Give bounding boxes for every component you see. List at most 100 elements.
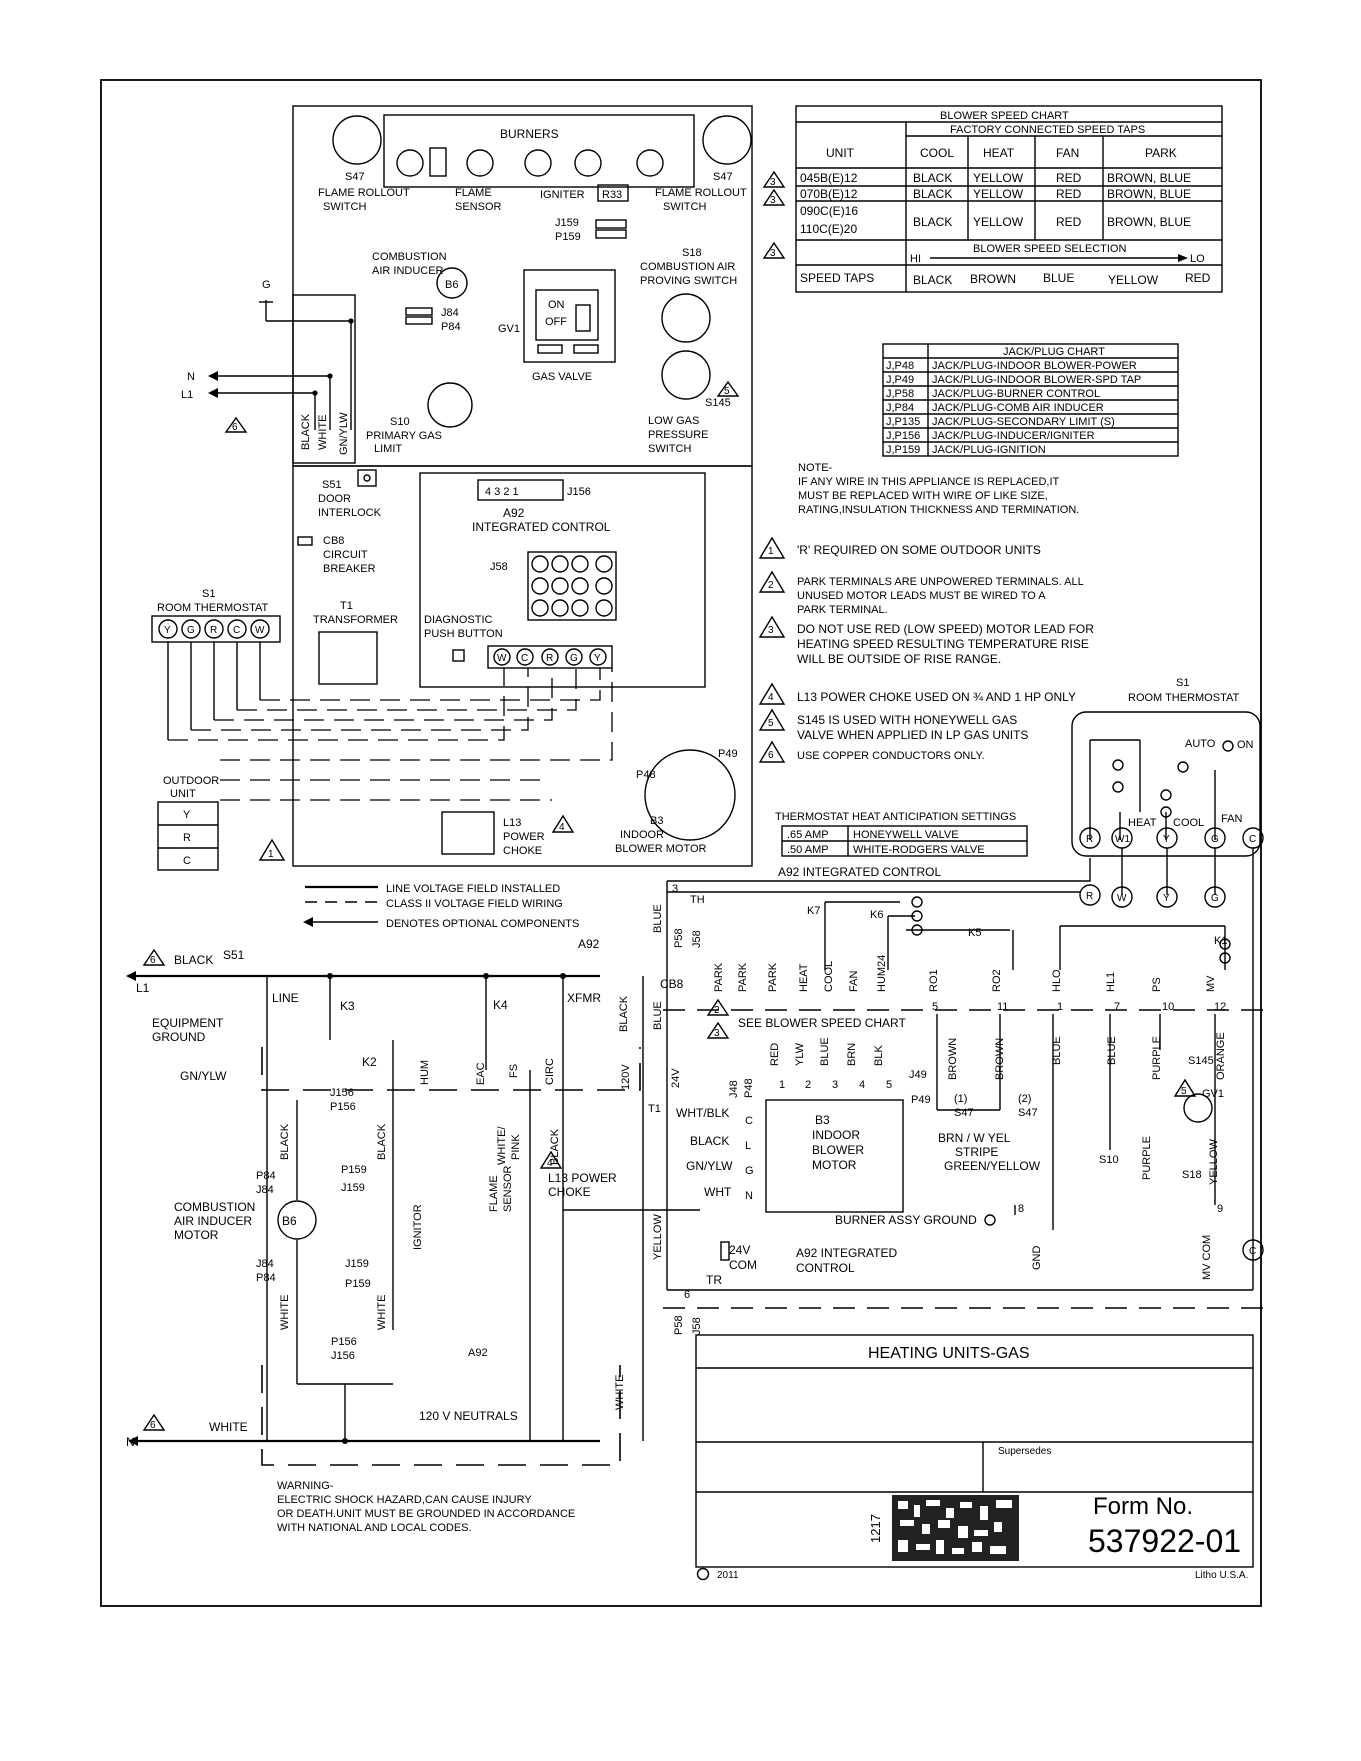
svg-text:S18: S18	[682, 247, 702, 259]
svg-text:FAN: FAN	[848, 971, 860, 992]
svg-text:GND: GND	[1031, 1246, 1043, 1271]
svg-text:PRESSURE: PRESSURE	[648, 429, 709, 441]
svg-text:P84: P84	[256, 1272, 276, 1284]
svg-text:P159: P159	[555, 231, 581, 243]
b6-inducer-symbol	[436, 267, 468, 299]
svg-text:BROWN: BROWN	[947, 1038, 959, 1080]
svg-text:LO: LO	[1190, 253, 1205, 265]
svg-text:C: C	[745, 1115, 753, 1127]
svg-text:DOOR: DOOR	[318, 493, 351, 505]
svg-text:7: 7	[1114, 1001, 1120, 1013]
svg-text:RED: RED	[1056, 215, 1082, 229]
svg-text:JACK/PLUG CHART: JACK/PLUG CHART	[1003, 346, 1105, 358]
svg-text:6: 6	[150, 1420, 156, 1431]
svg-text:P159: P159	[345, 1278, 371, 1290]
svg-text:VALVE WHEN APPLIED IN LP GAS U: VALVE WHEN APPLIED IN LP GAS UNITS	[797, 728, 1028, 742]
svg-text:WHT: WHT	[704, 1185, 732, 1199]
svg-text:R: R	[1086, 891, 1093, 902]
svg-text:JACK/PLUG-BURNER CONTROL: JACK/PLUG-BURNER CONTROL	[932, 388, 1100, 400]
svg-text:BROWN: BROWN	[970, 272, 1016, 286]
svg-text:PUSH BUTTON: PUSH BUTTON	[424, 628, 503, 640]
svg-text:R: R	[546, 653, 553, 664]
svg-text:HL1: HL1	[1105, 972, 1117, 992]
blower-speed-chart: BLOWER SPEED CHART FACTORY CONNECTED SPE…	[795, 105, 1223, 293]
svg-text:AIR INDUCER: AIR INDUCER	[372, 265, 444, 277]
svg-text:WHITE/: WHITE/	[496, 1126, 508, 1165]
svg-text:G: G	[745, 1165, 754, 1177]
primary-gas-limit-symbol	[427, 382, 473, 428]
svg-text:R: R	[210, 625, 217, 636]
combustion-air-proving-switch	[661, 293, 711, 343]
svg-text:FS: FS	[508, 1064, 520, 1078]
svg-text:SWITCH: SWITCH	[663, 201, 706, 213]
svg-text:BLUE: BLUE	[1051, 1036, 1063, 1065]
svg-text:BLACK: BLACK	[913, 215, 952, 229]
svg-text:ROOM THERMOSTAT: ROOM THERMOSTAT	[1128, 692, 1240, 704]
title-block: HEATING UNITS-GAS Supersedes 1217 Form N…	[695, 1334, 1254, 1581]
svg-text:S51: S51	[322, 479, 342, 491]
svg-text:WHITE: WHITE	[376, 1295, 388, 1330]
svg-text:BLACK: BLACK	[913, 273, 952, 287]
svg-text:G: G	[1211, 893, 1219, 904]
svg-text:J159: J159	[341, 1182, 365, 1194]
svg-text:110C(E)20: 110C(E)20	[800, 222, 857, 236]
svg-text:MOTOR: MOTOR	[812, 1158, 857, 1172]
svg-text:YELLOW: YELLOW	[1108, 273, 1159, 287]
svg-text:3: 3	[768, 625, 774, 636]
svg-text:BRN: BRN	[846, 1043, 858, 1066]
svg-text:2: 2	[768, 580, 774, 591]
svg-text:4 3 2 1: 4 3 2 1	[485, 486, 519, 498]
svg-text:GN/YLW: GN/YLW	[686, 1159, 733, 1173]
svg-text:SPEED TAPS: SPEED TAPS	[800, 271, 874, 285]
svg-text:BLOWER SPEED CHART: BLOWER SPEED CHART	[940, 110, 1069, 122]
svg-text:3: 3	[832, 1079, 838, 1091]
svg-text:HUM24: HUM24	[876, 955, 888, 992]
svg-text:ELECTRIC SHOCK HAZARD,CAN CAUS: ELECTRIC SHOCK HAZARD,CAN CAUSE INJURY	[277, 1494, 532, 1506]
svg-text:UNUSED MOTOR LEADS MUST BE WIR: UNUSED MOTOR LEADS MUST BE WIRED TO A	[797, 590, 1046, 602]
svg-text:COM: COM	[729, 1258, 757, 1272]
svg-text:P156: P156	[330, 1101, 356, 1113]
svg-text:J84: J84	[256, 1258, 274, 1270]
svg-text:BLACK: BLACK	[549, 1128, 561, 1165]
svg-text:A92 INTEGRATED CONTROL: A92 INTEGRATED CONTROL	[778, 865, 941, 879]
flame-rollout-switch-left	[332, 115, 382, 165]
svg-text:R: R	[1086, 834, 1093, 845]
svg-text:S1: S1	[202, 588, 215, 600]
svg-text:'R' REQUIRED ON SOME OUTDOOR U: 'R' REQUIRED ON SOME OUTDOOR UNITS	[797, 543, 1041, 557]
svg-text:3: 3	[714, 1028, 720, 1039]
svg-text:USE COPPER CONDUCTORS ONLY.: USE COPPER CONDUCTORS ONLY.	[797, 750, 985, 762]
svg-text:J159: J159	[555, 217, 579, 229]
svg-text:CONTROL: CONTROL	[796, 1261, 855, 1275]
svg-text:W1: W1	[1115, 834, 1130, 845]
svg-text:K6: K6	[870, 909, 883, 921]
svg-text:J,P58: J,P58	[886, 388, 914, 400]
outdoor-unit-terminals	[157, 801, 219, 871]
svg-text:C: C	[1249, 1246, 1256, 1257]
svg-text:5: 5	[886, 1079, 892, 1091]
svg-text:FACTORY CONNECTED SPEED TAPS: FACTORY CONNECTED SPEED TAPS	[950, 124, 1145, 136]
svg-text:P48: P48	[743, 1078, 755, 1098]
svg-text:6: 6	[684, 1289, 690, 1301]
svg-text:Y: Y	[1163, 834, 1170, 845]
svg-text:STRIPE: STRIPE	[955, 1145, 998, 1159]
svg-text:6: 6	[232, 422, 238, 433]
svg-text:6: 6	[150, 955, 156, 966]
svg-text:YELLOW: YELLOW	[973, 215, 1024, 229]
svg-text:THERMOSTAT HEAT ANTICIPATION S: THERMOSTAT HEAT ANTICIPATION SETTINGS	[775, 811, 1016, 823]
svg-text:J159: J159	[345, 1258, 369, 1270]
svg-text:.65 AMP: .65 AMP	[787, 829, 829, 841]
svg-text:IF ANY WIRE IN THIS APPLIANCE: IF ANY WIRE IN THIS APPLIANCE IS REPLACE…	[798, 476, 1059, 488]
svg-text:SEE BLOWER SPEED CHART: SEE BLOWER SPEED CHART	[738, 1016, 906, 1030]
svg-text:Form No.: Form No.	[1093, 1493, 1193, 1520]
svg-text:ON: ON	[548, 299, 565, 311]
svg-text:FLAME: FLAME	[455, 187, 492, 199]
svg-text:MV COM: MV COM	[1201, 1235, 1213, 1280]
svg-text:120V: 120V	[620, 1064, 632, 1090]
svg-text:537922-01: 537922-01	[1088, 1523, 1241, 1559]
svg-text:CB8: CB8	[323, 535, 344, 547]
svg-text:090C(E)16: 090C(E)16	[800, 204, 858, 218]
svg-text:1: 1	[268, 849, 274, 860]
svg-text:J156: J156	[330, 1087, 354, 1099]
svg-text:Y: Y	[1163, 893, 1170, 904]
